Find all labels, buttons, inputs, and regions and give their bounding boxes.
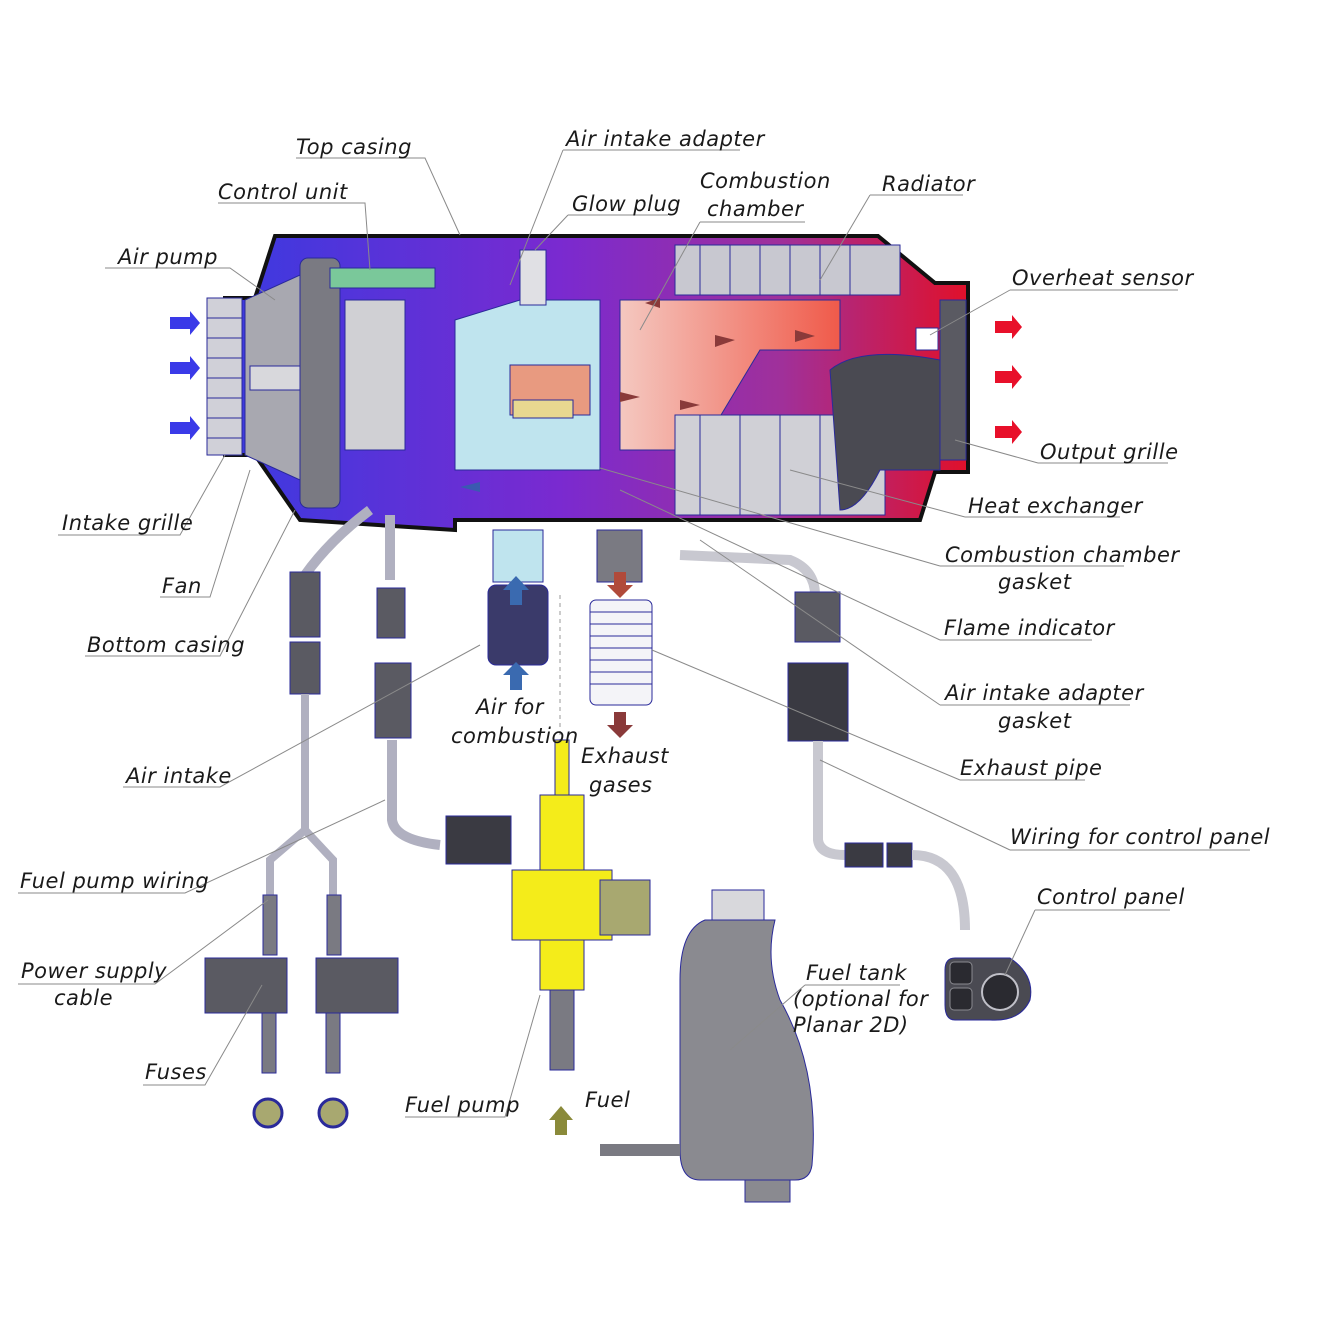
connector-a: [289, 571, 321, 638]
overheat-sensor-shape: [915, 327, 939, 351]
fuel-pump-assembly: [511, 739, 651, 1135]
fan-icon: [949, 961, 973, 985]
wiring-right: [679, 550, 970, 931]
output-arrows: [995, 315, 1022, 444]
heat-exchanger-shape: [674, 244, 901, 296]
air-in-arrow-2: [503, 662, 529, 690]
intake-grille-shape: [206, 297, 243, 456]
glow-plug-shape: [519, 249, 547, 306]
exhaust-arrow-1: [607, 572, 633, 598]
air-inlet-port: [492, 529, 544, 583]
label-flame-indicator: Flame indicator: [944, 616, 1116, 640]
label-air-intake-adapter: Air intake adapter: [564, 127, 766, 151]
fuel-evaporator: [512, 399, 574, 419]
label-air-for-combustion-2: combustion: [451, 724, 579, 748]
ring-terminal-right: [317, 1097, 349, 1129]
label-air-intake-adapter-gasket-1: Air intake adapter: [943, 681, 1145, 705]
label-combustion-chamber-gasket-1: Combustion chamber: [945, 543, 1180, 567]
internal-flow-arrows: [460, 298, 815, 492]
label-control-panel: Control panel: [1037, 885, 1185, 909]
connector-b: [376, 587, 406, 639]
heater-body: [206, 234, 970, 533]
label-combustion-chamber-1: Combustion: [700, 169, 831, 193]
label-fuel-tank-2: (optional for: [793, 987, 929, 1011]
leader-lines: [18, 149, 1250, 1118]
label-overheat-sensor: Overheat sensor: [1012, 266, 1194, 290]
exhaust-arrow-2: [607, 712, 633, 738]
label-control-unit: Control unit: [218, 180, 348, 204]
fuel-arrow: [549, 1106, 573, 1135]
fuse-holder-left: [204, 957, 288, 1014]
output-grille-shape: [939, 299, 967, 461]
label-fan: Fan: [162, 574, 202, 598]
label-combustion-chamber-2: chamber: [707, 197, 804, 221]
control-unit-board: [329, 267, 436, 289]
label-fuel: Fuel: [585, 1088, 630, 1112]
knob-icon: [981, 973, 1019, 1011]
label-power-supply-cable-1: Power supply: [21, 959, 167, 983]
label-output-grille: Output grille: [1040, 440, 1179, 464]
label-intake-grille: Intake grille: [62, 511, 193, 535]
label-air-pump: Air pump: [116, 245, 218, 269]
label-air-intake-adapter-gasket-2: gasket: [998, 709, 1072, 733]
combustion-chamber-shape: [619, 299, 841, 451]
fuse-holder-right: [315, 957, 399, 1014]
label-exhaust-gases-2: gases: [589, 773, 653, 797]
intake-arrows: [170, 311, 200, 440]
air-pump-block: [299, 257, 341, 509]
label-top-casing: Top casing: [296, 135, 412, 159]
label-fuel-pump-wiring: Fuel pump wiring: [20, 869, 209, 893]
label-fuel-tank-1: Fuel tank: [806, 961, 907, 985]
connector-c: [289, 641, 321, 695]
exhaust-pipe-ribs: [590, 611, 652, 685]
label-radiator: Radiator: [882, 172, 976, 196]
exhaust-pipe-shape: [589, 599, 653, 706]
connector-e: [794, 591, 841, 643]
fuel-pump-connector: [445, 815, 512, 865]
label-exhaust-pipe: Exhaust pipe: [960, 756, 1102, 780]
connector-d: [374, 662, 412, 739]
label-power-supply-cable-2: cable: [54, 986, 113, 1010]
label-fuel-tank-3: Planar 2D): [793, 1013, 909, 1037]
labels: Top casing Air intake adapter Control un…: [20, 127, 1270, 1117]
control-panel-device: [944, 957, 1032, 1021]
label-air-intake: Air intake: [124, 764, 232, 788]
ring-terminal-left: [252, 1097, 284, 1129]
label-air-for-combustion-1: Air for: [474, 695, 545, 719]
label-fuses: Fuses: [145, 1060, 207, 1084]
label-heat-exchanger: Heat exchanger: [968, 494, 1144, 518]
lower-ports: [487, 529, 653, 740]
fuel-tank: [600, 889, 814, 1203]
label-combustion-chamber-gasket-2: gasket: [998, 570, 1072, 594]
label-glow-plug: Glow plug: [572, 192, 681, 216]
label-bottom-casing: Bottom casing: [87, 633, 245, 657]
label-wiring-control-panel: Wiring for control panel: [1010, 825, 1270, 849]
label-exhaust-gases-1: Exhaust: [581, 744, 669, 768]
air-in-arrow-1: [503, 576, 529, 605]
label-fuel-pump: Fuel pump: [405, 1093, 520, 1117]
intake-grille-lines: [207, 317, 242, 439]
radiator-fins: [699, 245, 851, 515]
motor-block: [344, 299, 406, 451]
heat-icon: [949, 987, 973, 1011]
wiring-left: [204, 506, 512, 1129]
